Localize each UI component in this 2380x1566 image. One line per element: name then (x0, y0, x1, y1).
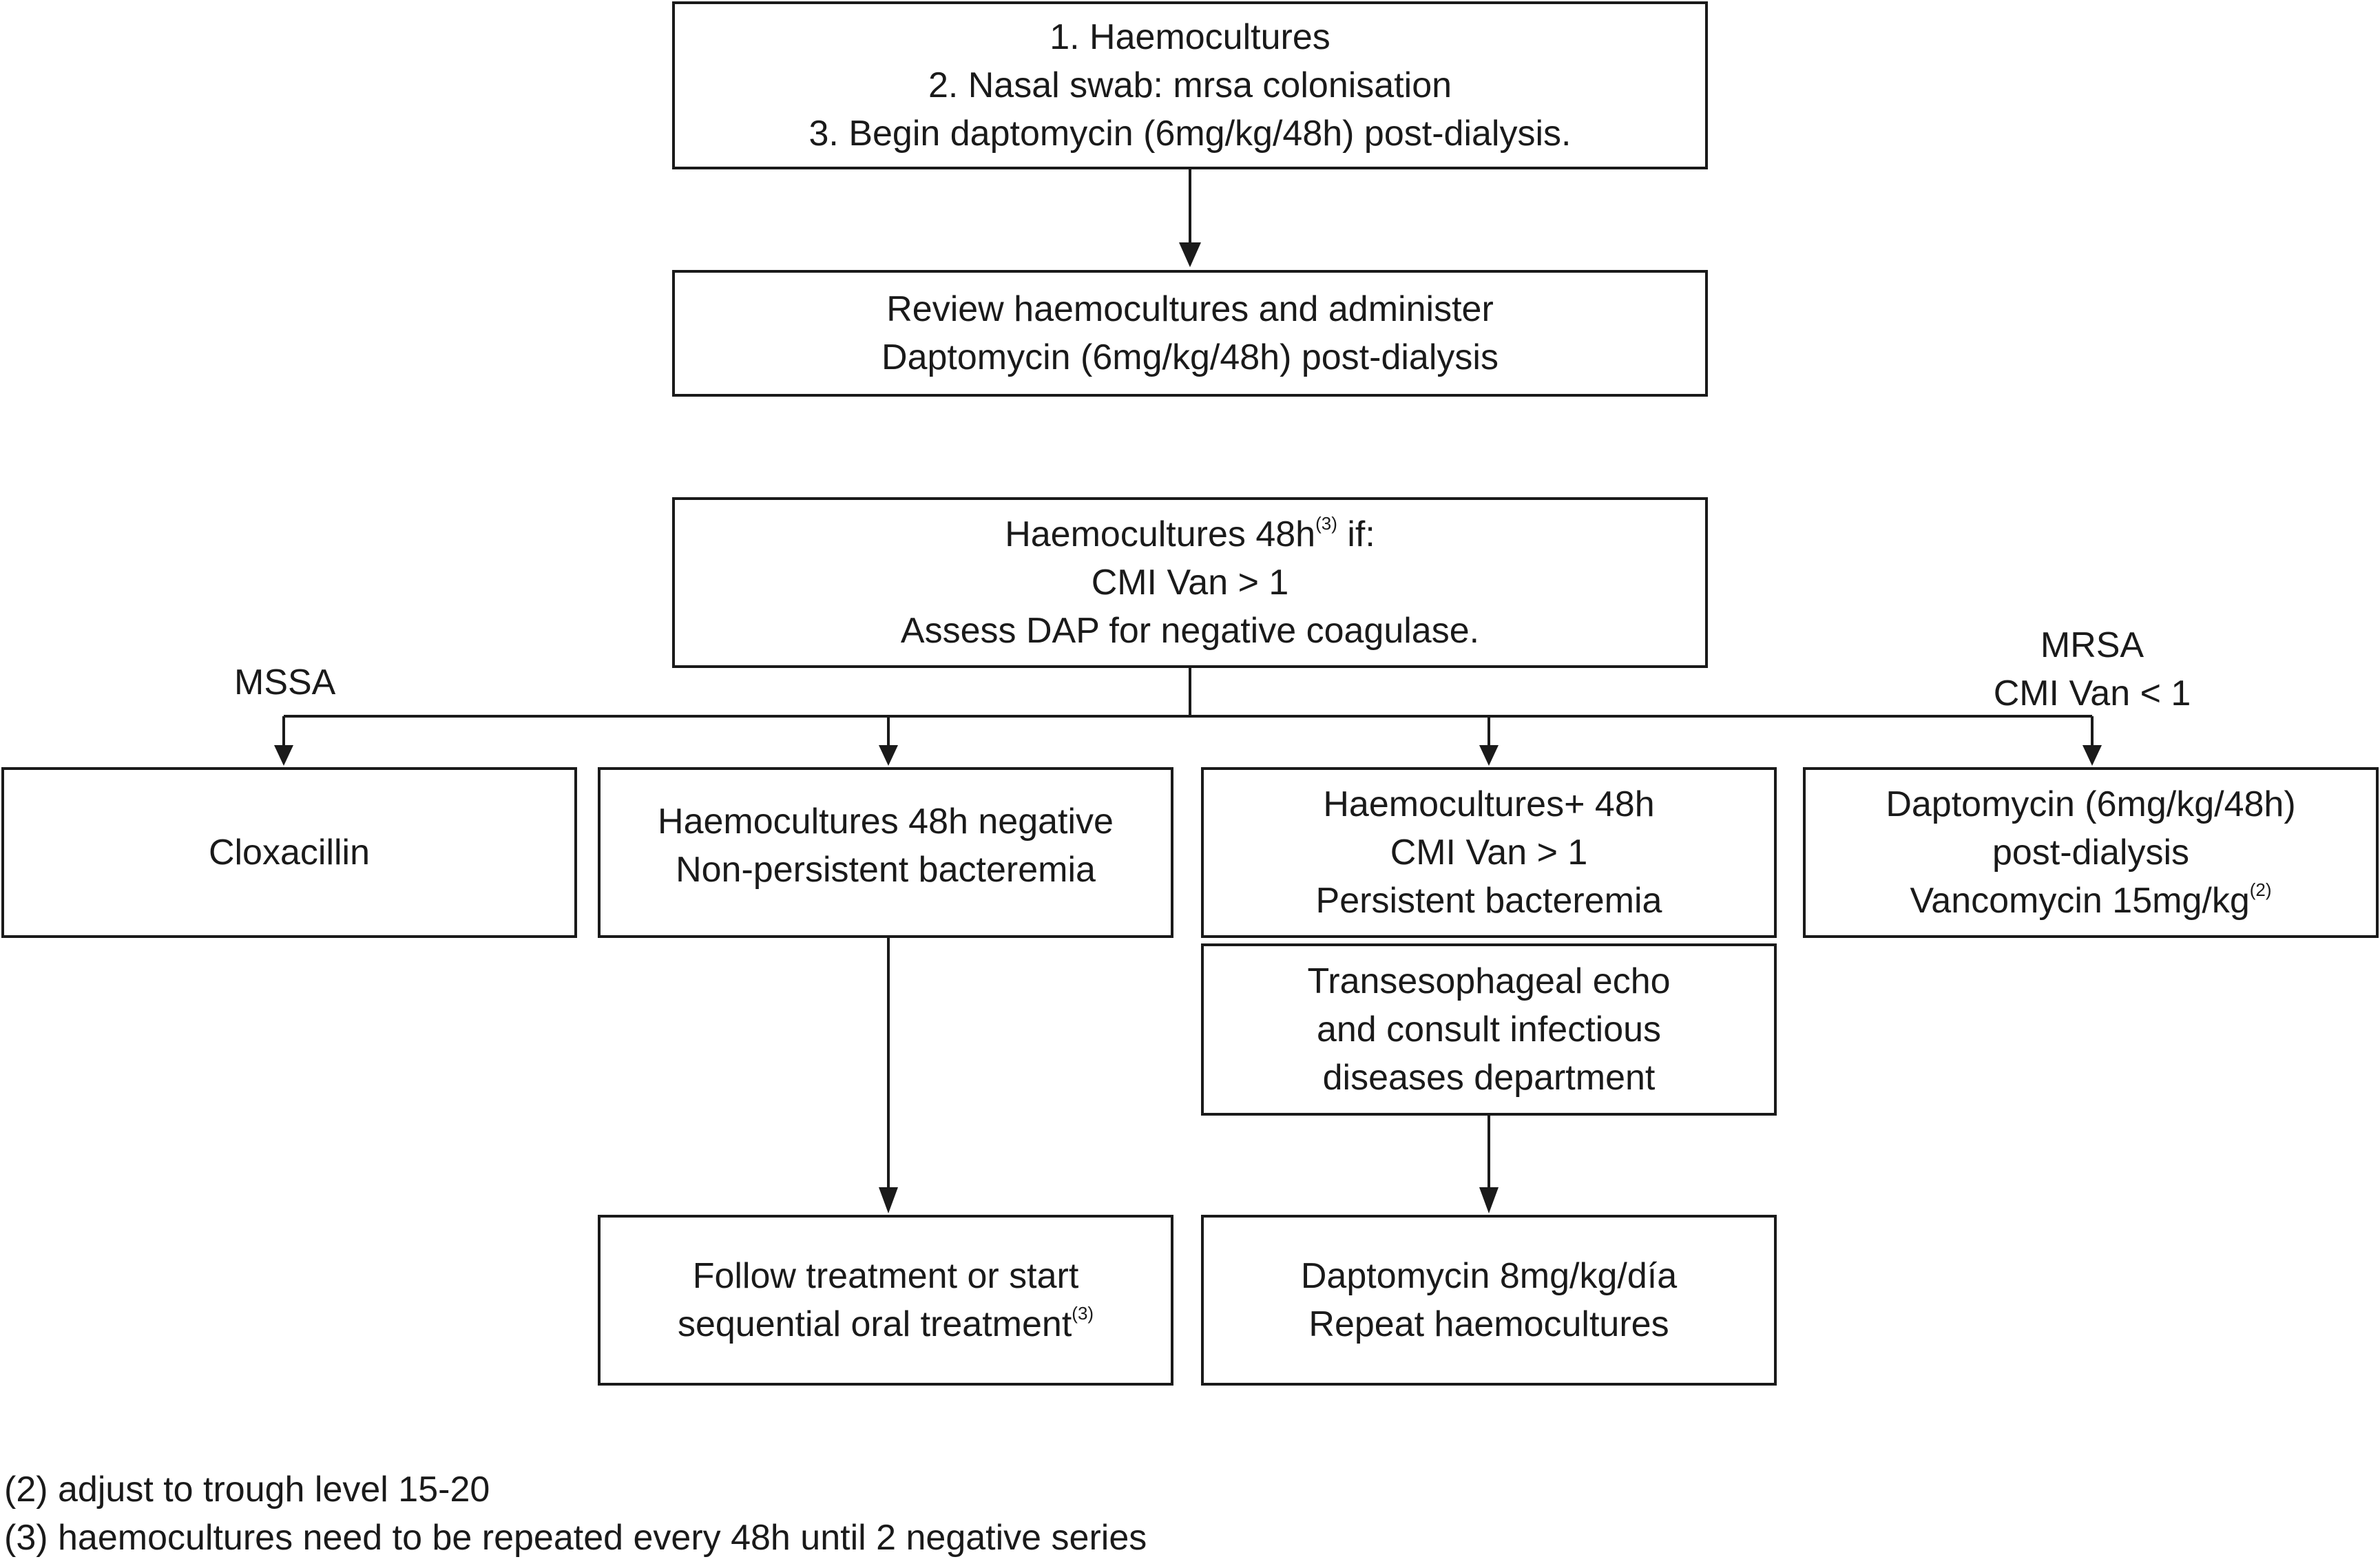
haemo48-line-1-text: Haemocultures 48h (1005, 514, 1316, 554)
arrowhead-persistent (1479, 745, 1499, 766)
persistent-line-2: CMI Van > 1 (1390, 833, 1588, 873)
dapto8-line-1: Daptomycin 8mg/kg/día (1300, 1256, 1678, 1296)
branch-label-mrsa-line-1: MRSA (2040, 625, 2144, 665)
echo-line-1: Transesophageal echo (1307, 961, 1671, 1001)
footnote-ref-2: (2) (2249, 879, 2272, 900)
review-line-2: Daptomycin (6mg/kg/48h) post-dialysis (881, 337, 1499, 377)
follow-line-1: Follow treatment or start (692, 1256, 1079, 1296)
negative-line-1: Haemocultures 48h negative (658, 802, 1114, 842)
arrowhead-follow (879, 1187, 898, 1213)
box-follow-treatment: Follow treatment or start sequential ora… (598, 1215, 1173, 1386)
footnote-3: (3) haemocultures need to be repeated ev… (4, 1518, 1147, 1558)
haemo48-line-3: Assess DAP for negative coagulase. (900, 611, 1480, 651)
negative-line-2: Non-persistent bacteremia (676, 850, 1096, 890)
echo-line-2: and consult infectious (1316, 1010, 1662, 1050)
initial-step-1: 1. Haemocultures (1050, 17, 1330, 57)
arrowhead-dapto-mrsa (2082, 745, 2102, 766)
dapto8-line-2: Repeat haemocultures (1308, 1304, 1669, 1344)
box-transesophageal-echo: Transesophageal echo and consult infecti… (1201, 943, 1777, 1116)
arrowhead-cloxacillin (274, 745, 293, 766)
branch-label-mrsa-line-2: CMI Van < 1 (1993, 674, 2191, 713)
haemo48-line-2: CMI Van > 1 (1091, 563, 1289, 603)
branch-label-mrsa: MRSA CMI Van < 1 (1976, 621, 2208, 718)
arrowhead-negative (879, 745, 898, 766)
dapto-mrsa-line-1: Daptomycin (6mg/kg/48h) (1886, 784, 2296, 824)
footnote-ref-3: (3) (1315, 512, 1337, 534)
arrowhead-review (1179, 242, 1201, 267)
branch-label-mssa: MSSA (234, 662, 336, 702)
dapto-mrsa-line-3: Vancomycin 15mg/kg(2) (1910, 877, 2271, 925)
box-non-persistent-bacteremia: Haemocultures 48h negative Non-persisten… (598, 767, 1173, 938)
initial-step-2: 2. Nasal swab: mrsa colonisation (928, 65, 1452, 105)
footnote-ref-3-follow: (3) (1072, 1302, 1094, 1324)
box-daptomycin-8mg: Daptomycin 8mg/kg/día Repeat haemocultur… (1201, 1215, 1777, 1386)
follow-line-2-text: sequential oral treatment (677, 1304, 1072, 1344)
arrowhead-dapto8 (1479, 1187, 1499, 1213)
haemo48-line-1: Haemocultures 48h(3) if: (1005, 510, 1375, 558)
cloxacillin-text: Cloxacillin (208, 833, 370, 873)
box-review-haemocultures: Review haemocultures and administer Dapt… (672, 270, 1708, 397)
haemo48-line-1-tail: if: (1337, 514, 1375, 554)
follow-line-2: sequential oral treatment(3) (678, 1300, 1094, 1348)
footnote-2: (2) adjust to trough level 15-20 (4, 1470, 490, 1510)
box-persistent-bacteremia: Haemocultures+ 48h CMI Van > 1 Persisten… (1201, 767, 1777, 938)
box-initial-steps: 1. Haemocultures 2. Nasal swab: mrsa col… (672, 1, 1708, 169)
box-daptomycin-mrsa: Daptomycin (6mg/kg/48h) post-dialysis Va… (1803, 767, 2379, 938)
persistent-line-3: Persistent bacteremia (1315, 881, 1662, 921)
box-cloxacillin: Cloxacillin (1, 767, 577, 938)
box-haemocultures-48h: Haemocultures 48h(3) if: CMI Van > 1 Ass… (672, 497, 1708, 668)
initial-step-3: 3. Begin daptomycin (6mg/kg/48h) post-di… (808, 114, 1572, 154)
dapto-mrsa-line-3-text: Vancomycin 15mg/kg (1910, 881, 2250, 921)
dapto-mrsa-line-2: post-dialysis (1992, 833, 2190, 873)
review-line-1: Review haemocultures and administer (886, 289, 1494, 329)
echo-line-3: diseases department (1322, 1058, 1656, 1098)
persistent-line-1: Haemocultures+ 48h (1323, 784, 1655, 824)
